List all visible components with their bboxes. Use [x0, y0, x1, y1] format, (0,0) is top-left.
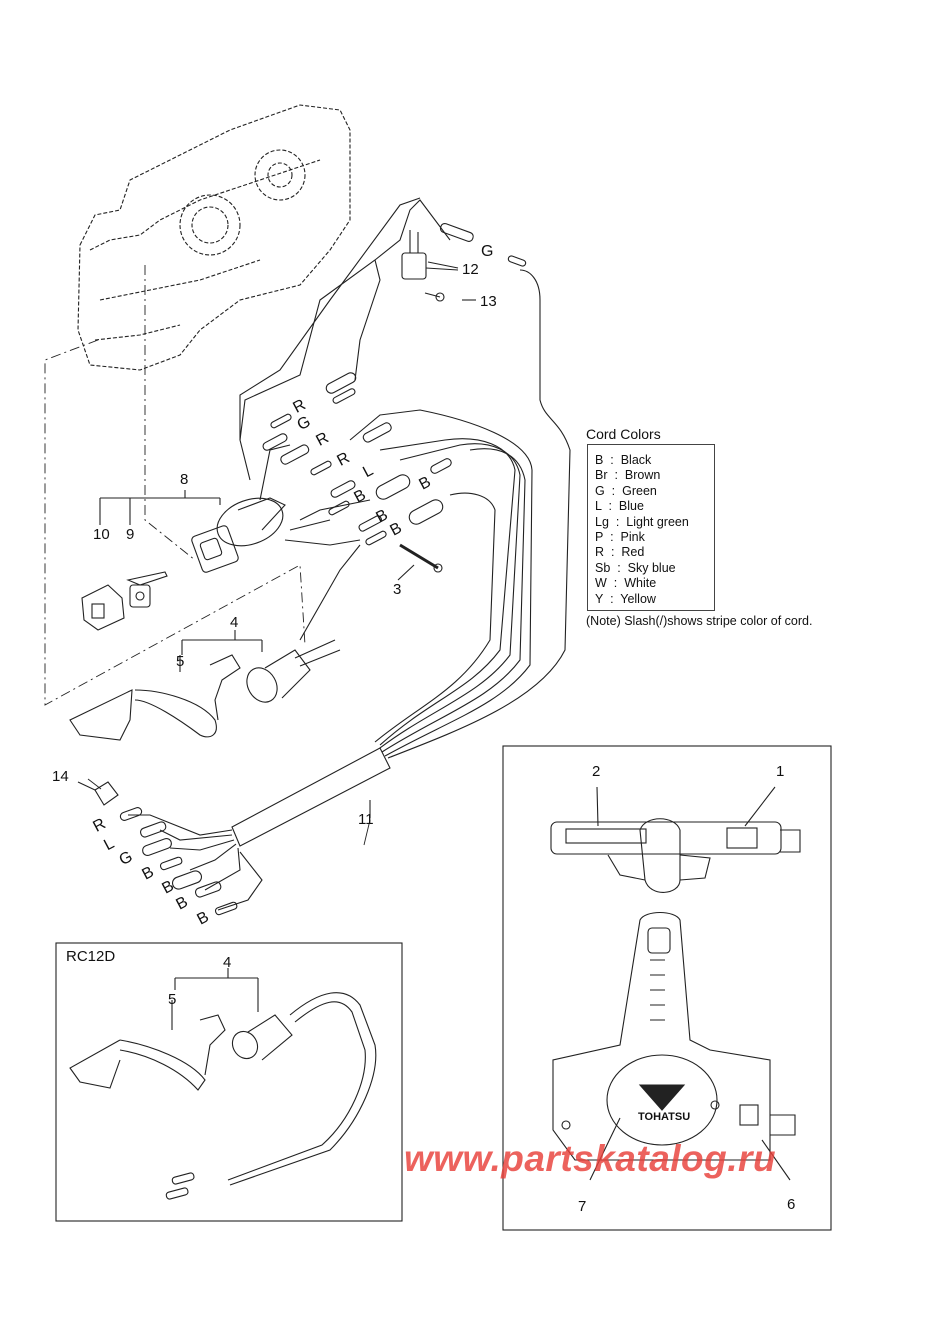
legend-separator: :: [603, 453, 621, 467]
legend-code: Lg: [595, 514, 609, 529]
control-housing-outline: [77, 104, 351, 371]
callout-10: 10: [93, 526, 110, 543]
legend-separator: :: [603, 530, 621, 544]
cap-part-10: [81, 584, 125, 631]
remote-control-side-view: [552, 911, 796, 1181]
callout-11: 11: [358, 811, 374, 828]
rc12d-assembly: [69, 968, 377, 1200]
legend-separator: :: [601, 499, 619, 514]
legend-color-name: Green: [622, 483, 657, 498]
callout-2: 2: [592, 763, 601, 780]
callout-5: 5: [176, 653, 185, 670]
legend-code: W: [595, 576, 607, 591]
callout-6: 6: [787, 1196, 796, 1213]
legend-color-name: Blue: [618, 499, 644, 514]
key-part-9: [126, 571, 168, 608]
legend-title: Cord Colors: [586, 426, 661, 442]
legend-code: P: [595, 530, 604, 544]
harness-wires: [239, 197, 571, 759]
legend-color-name: Red: [621, 545, 645, 560]
legend-row: G : Green: [595, 484, 657, 498]
legend-box: [587, 444, 715, 611]
legend-code: Sb: [595, 560, 611, 575]
callout-12: 12: [462, 261, 479, 278]
remote-control-inset-frame: [502, 745, 832, 1231]
legend-separator: :: [610, 560, 628, 575]
legend-code: Br: [595, 468, 608, 483]
legend-separator: :: [603, 591, 621, 606]
legend-color-name: Brown: [624, 468, 661, 483]
callout-5-rc12d: 5: [168, 991, 177, 1008]
legend-row: Y : Yellow: [595, 592, 656, 606]
leader-lines: [44, 265, 306, 706]
legend-separator: :: [607, 468, 625, 483]
legend-code: G: [595, 483, 605, 498]
control-brand-label: TOHATSU: [638, 1111, 691, 1123]
legend-separator: :: [604, 483, 623, 498]
callout-1: 1: [776, 763, 785, 780]
legend-color-name: Sky blue: [627, 560, 676, 575]
rc12d-inset-title: RC12D: [66, 948, 116, 965]
plug-part-14: [77, 781, 119, 806]
stop-switch-part-4: [181, 630, 341, 703]
callout-leaders: [87, 261, 459, 846]
remote-control-top-view: [550, 786, 801, 893]
legend-code: Y: [595, 591, 604, 606]
callout-8: 8: [180, 471, 189, 488]
legend-row: Lg : Light green: [595, 515, 689, 529]
watermark: www.partskatalog.ru: [404, 1138, 777, 1179]
harness-end-connectors: [119, 807, 238, 916]
legend-color-name: Light green: [626, 514, 689, 529]
relay-part-12: [401, 230, 476, 302]
callout-3: 3: [393, 581, 402, 598]
legend-row: B : Black: [595, 453, 651, 467]
legend-separator: :: [608, 514, 627, 529]
cable-tie-part-3: [397, 543, 443, 581]
lanyard-part-5: [69, 654, 241, 741]
wire-label-g-top: G: [481, 243, 494, 260]
legend-separator: :: [606, 576, 625, 591]
rc12d-inset-frame: [55, 942, 403, 1222]
legend-color-name: White: [624, 576, 657, 591]
legend-row: Sb : Sky blue: [595, 561, 676, 575]
callout-13: 13: [480, 293, 497, 310]
callout-7: 7: [578, 1198, 587, 1215]
legend-row: L : Blue: [595, 499, 644, 513]
legend-code: R: [595, 545, 605, 560]
legend-color-name: Yellow: [620, 591, 656, 606]
legend-color-name: Pink: [620, 530, 645, 544]
callout-4: 4: [230, 614, 239, 631]
legend-color-name: Black: [620, 453, 652, 467]
legend-row: R : Red: [595, 545, 644, 559]
legend-row: P : Pink: [595, 530, 645, 544]
main-switch-part-8: [99, 490, 286, 573]
legend-row: W : White: [595, 576, 656, 590]
legend-note: (Note) Slash(/)shows stripe color of cor…: [586, 614, 813, 628]
legend-row: Br : Brown: [595, 468, 660, 482]
legend-separator: :: [604, 545, 622, 560]
legend-code: B: [595, 453, 604, 467]
callout-14: 14: [52, 768, 69, 785]
connectors-upper: [262, 223, 527, 546]
callout-9: 9: [126, 526, 135, 543]
legend-code: L: [595, 499, 602, 514]
wire-harness-part-11: [128, 747, 391, 911]
callout-4-rc12d: 4: [223, 954, 232, 971]
